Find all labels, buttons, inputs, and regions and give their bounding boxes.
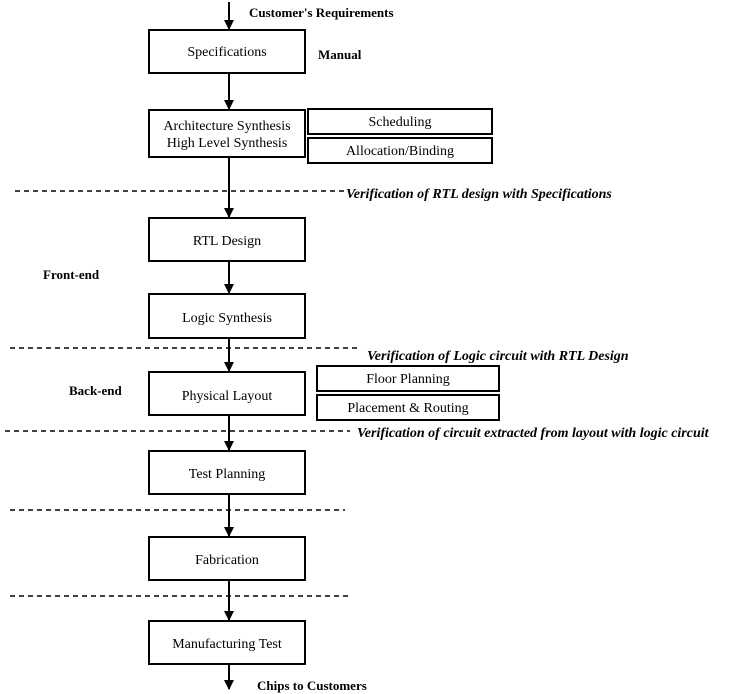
back-end-label: Back-end (69, 383, 123, 398)
placement-routing-label: Placement & Routing (347, 401, 468, 416)
floor-planning-box (316, 365, 500, 392)
fabrication-label: Fabrication (195, 553, 259, 568)
architecture-synthesis-step: Architecture Synthesis High Level Synthe… (148, 109, 306, 158)
specifications-box (148, 29, 306, 74)
architecture-synthesis-label: Architecture Synthesis (163, 119, 290, 134)
front-end-label: Front-end (43, 267, 100, 282)
verification-rtl-spec-label: Verification of RTL design with Specific… (346, 187, 612, 202)
allocation-binding-box (307, 137, 493, 164)
rtl-design-box (148, 217, 306, 262)
test-planning-label: Test Planning (189, 467, 265, 482)
placement-routing-task: Placement & Routing (316, 394, 500, 421)
logic-synthesis-step: Logic Synthesis (148, 293, 306, 339)
rtl-design-label: RTL Design (193, 234, 261, 249)
output-label: Chips to Customers (257, 678, 367, 693)
test-planning-box (148, 450, 306, 495)
fabrication-box (148, 536, 306, 581)
architecture-synthesis-box (148, 109, 306, 158)
test-planning-step: Test Planning (148, 450, 306, 495)
floor-planning-label: Floor Planning (366, 372, 450, 387)
physical-layout-box (148, 371, 306, 416)
scheduling-box (307, 108, 493, 135)
input-label: Customer's Requirements (249, 5, 394, 20)
scheduling-task: Scheduling (307, 108, 493, 135)
manual-label: Manual (318, 47, 362, 62)
allocation-binding-label: Allocation/Binding (346, 144, 454, 159)
placement-routing-box (316, 394, 500, 421)
manufacturing-test-label: Manufacturing Test (172, 637, 282, 652)
specifications-label: Specifications (187, 45, 266, 60)
physical-layout-step: Physical Layout (148, 371, 306, 416)
scheduling-label: Scheduling (369, 115, 432, 130)
verification-logic-rtl-label: Verification of Logic circuit with RTL D… (367, 349, 629, 364)
logic-synthesis-label: Logic Synthesis (182, 311, 272, 326)
manufacturing-test-step: Manufacturing Test (148, 620, 306, 665)
allocation-binding-task: Allocation/Binding (307, 137, 493, 164)
floor-planning-task: Floor Planning (316, 365, 500, 392)
verification-layout-logic-label: Verification of circuit extracted from l… (357, 426, 710, 441)
physical-layout-label: Physical Layout (182, 389, 273, 404)
high-level-synthesis-label: High Level Synthesis (167, 136, 288, 151)
fabrication-step: Fabrication (148, 536, 306, 581)
rtl-design-step: RTL Design (148, 217, 306, 262)
manufacturing-test-box (148, 620, 306, 665)
logic-synthesis-box (148, 293, 306, 339)
specifications-step: Specifications (148, 29, 306, 74)
